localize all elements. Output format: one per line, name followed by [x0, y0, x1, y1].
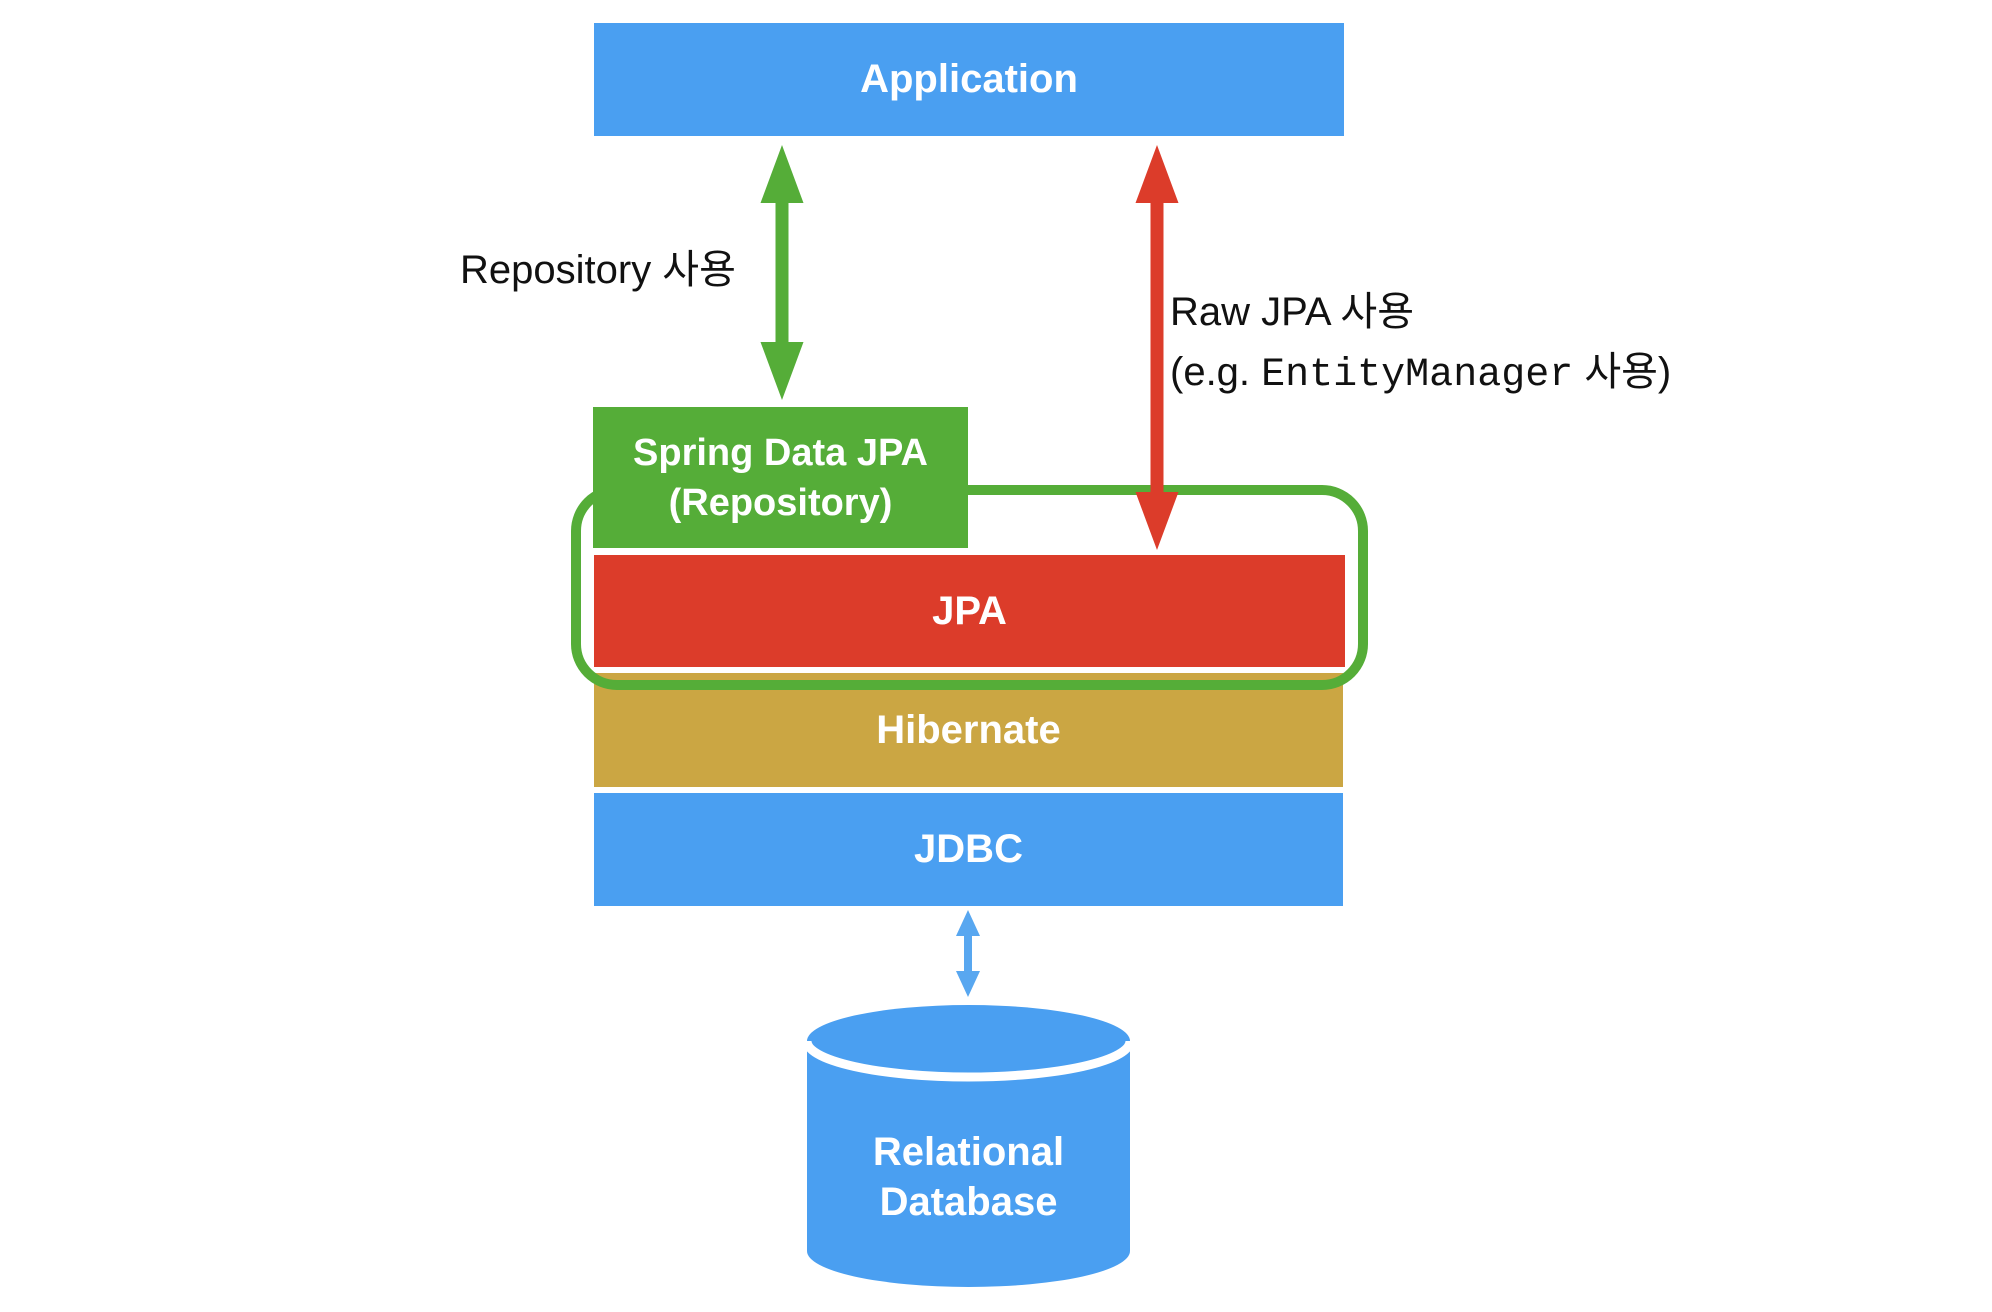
database-label-line2: Database — [879, 1180, 1058, 1224]
hibernate-box: Hibernate — [594, 673, 1343, 787]
spring-data-jpa-label-line1: Spring Data JPA — [633, 431, 928, 474]
spring-data-jpa-label-line2: (Repository) — [668, 481, 893, 524]
database-label-line1: Relational — [872, 1130, 1065, 1174]
repository-usage-label: Repository 사용 — [460, 248, 736, 292]
application-box: Application — [594, 23, 1344, 136]
jdbc-database-arrow-icon — [956, 910, 980, 997]
raw-jpa-usage-line2-suffix: 사용) — [1573, 350, 1672, 394]
application-label: Application — [860, 57, 1078, 101]
jpa-box: JPA — [594, 555, 1345, 667]
jdbc-label: JDBC — [914, 827, 1023, 871]
spring-data-jpa-group-outline — [571, 485, 1368, 690]
database-cylinder-lid-separator — [802, 1040, 1135, 1082]
raw-jpa-usage-line1: Raw JPA 사용 — [1170, 290, 1415, 334]
spring-data-jpa-box: Spring Data JPA (Repository) — [593, 407, 968, 548]
raw-jpa-usage-line2-prefix: (e.g. — [1170, 350, 1262, 394]
database-label: Relational Database — [807, 1127, 1130, 1227]
jdbc-box: JDBC — [594, 793, 1343, 906]
jpa-label: JPA — [932, 588, 1007, 633]
raw-jpa-usage-line2: (e.g. EntityManager 사용) — [1170, 342, 1671, 406]
entitymanager-code-text: EntityManager — [1261, 353, 1574, 398]
repository-usage-arrow-icon — [760, 145, 804, 400]
raw-jpa-usage-label: Raw JPA 사용 (e.g. EntityManager 사용) — [1170, 282, 1671, 406]
hibernate-label: Hibernate — [876, 707, 1061, 752]
